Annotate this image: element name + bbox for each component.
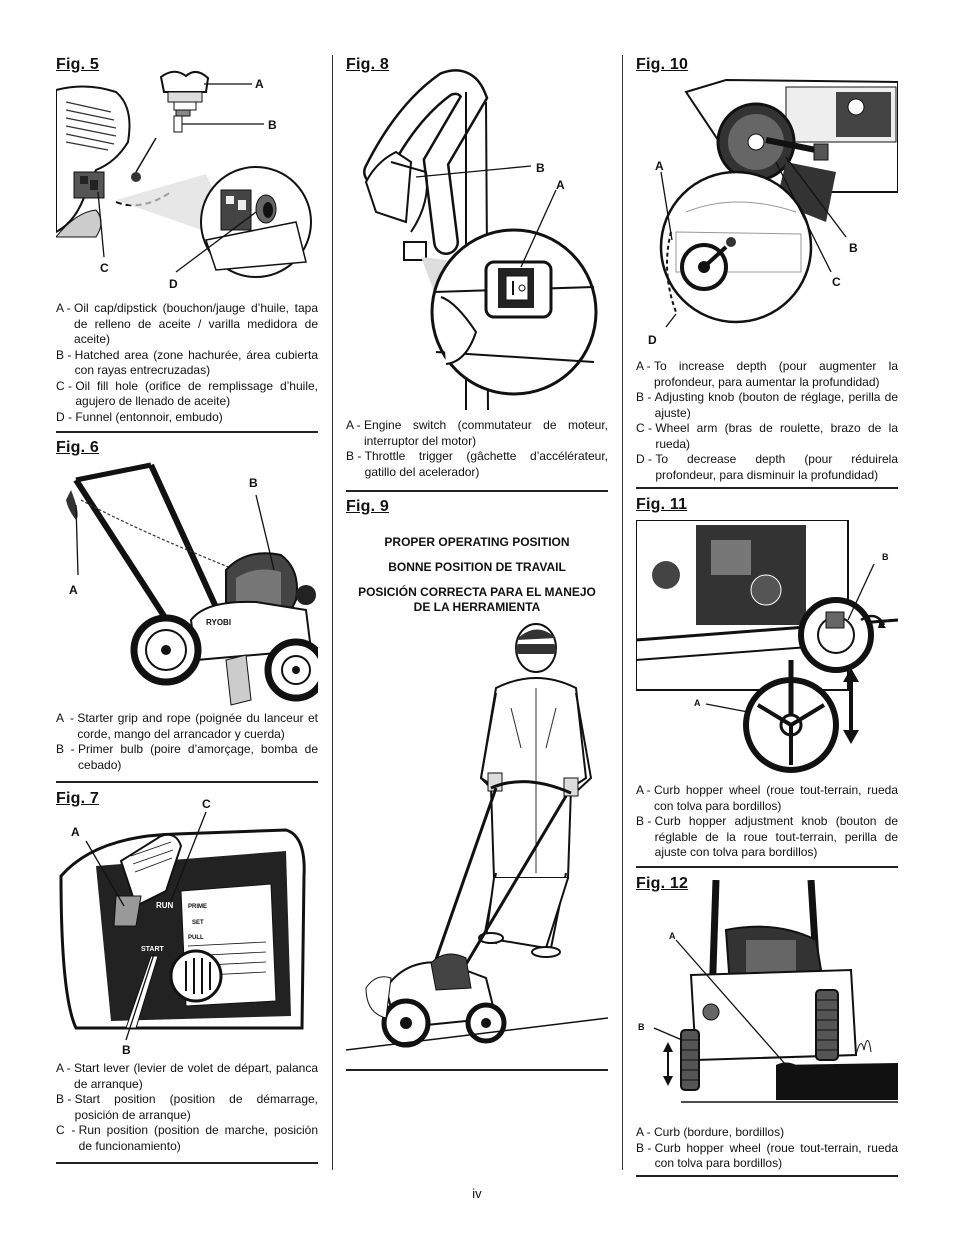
- fig10-caption-list: A - To increase depth (pour augmenter la…: [636, 359, 898, 483]
- fig8-illustration: A B: [363, 69, 598, 410]
- fig10-label-b: B: [849, 241, 858, 255]
- fig10-caption-b: B - Adjusting knob (bouton de réglage, p…: [636, 390, 898, 420]
- fig9-title: Fig. 9: [346, 498, 389, 515]
- fig11-label-a: A: [694, 698, 701, 708]
- fig10-illustration: A B C D: [648, 78, 898, 347]
- fig10-label-c: C: [832, 275, 841, 289]
- fig5-illustration: A B C D: [56, 70, 312, 291]
- fig7-title: Fig. 7: [56, 790, 99, 807]
- fig6-illustration: RYOBI A B: [66, 462, 318, 706]
- fig7-label-a: A: [71, 825, 80, 839]
- fig7-panel-set: SET: [192, 920, 204, 926]
- fig11-title: Fig. 11: [636, 496, 688, 513]
- fig8-title: Fig. 8: [346, 56, 389, 73]
- fig5-caption-b: B - Hatched area (zone hachurée, área cu…: [56, 347, 318, 378]
- fig8-caption-b: B - Throttle trigger (gâchette d’accélér…: [346, 449, 608, 479]
- fig12-caption-a: A - Curb (bordure, bordillos): [636, 1125, 785, 1139]
- fig5-label-a: A: [255, 77, 264, 91]
- fig7-panel-prime: PRIME: [188, 904, 207, 910]
- fig5-title: Fig. 5: [56, 56, 99, 73]
- fig12-label-a: A: [669, 931, 676, 941]
- fig11-illustration: A B: [636, 520, 898, 773]
- fig7-panel-pull: PULL: [188, 935, 204, 941]
- fig9-line-1: PROPER OPERATING POSITION: [384, 535, 570, 549]
- fig12-label-b: B: [638, 1022, 645, 1032]
- fig6-divider: [56, 781, 318, 783]
- fig12-caption-list: A - Curb (bordure, bordillos) B - Curb h…: [636, 1125, 898, 1172]
- fig6-caption-a: A - Starter grip and rope (poignée du la…: [56, 711, 318, 741]
- fig5-caption-d: D - Funnel (entonnoir, embudo): [56, 409, 223, 424]
- fig12-divider: [636, 1175, 898, 1177]
- fig12-caption-b: B - Curb hopper wheel (roue tout-terrain…: [636, 1140, 898, 1171]
- fig12-title: Fig. 12: [636, 875, 689, 892]
- fig7-caption-a: A - Start lever (levier de volet de dépa…: [56, 1061, 318, 1091]
- svg-text:RYOBI: RYOBI: [206, 618, 231, 627]
- fig5-caption-c: C - Oil fill hole (orifice de remplissag…: [56, 378, 318, 409]
- fig10-caption-c: C - Wheel arm (bras de roulette, brazo d…: [636, 421, 898, 451]
- fig9-divider: [346, 1069, 608, 1071]
- fig11-divider: [636, 866, 898, 868]
- column-divider-left: [332, 55, 333, 1170]
- fig6-caption-b: B - Primer bulb (poire d’amorçage, bomba…: [56, 742, 318, 772]
- fig6-label-b: B: [249, 476, 258, 490]
- fig5-label-d: D: [169, 277, 178, 291]
- fig8-label-b: B: [536, 161, 545, 175]
- fig6-caption-list: A - Starter grip and rope (poignée du la…: [56, 711, 318, 773]
- fig5-caption-a: A - Oil cap/dipstick (bouchon/jauge d’hu…: [56, 301, 318, 346]
- fig10-label-d: D: [648, 333, 657, 347]
- fig8-caption-list: A - Engine switch (commutateur de moteur…: [346, 418, 608, 480]
- page-number: iv: [472, 1186, 482, 1201]
- fig9-illustration: [346, 623, 608, 1051]
- fig5-caption-list: A - Oil cap/dipstick (bouchon/jauge d’hu…: [56, 301, 318, 425]
- fig11-caption-list: A - Curb hopper wheel (roue tout-terrain…: [636, 783, 898, 861]
- fig8-caption-a: A - Engine switch (commutateur de moteur…: [346, 418, 608, 448]
- fig8-divider: [346, 490, 608, 492]
- fig11-caption-b: B - Curb hopper adjustment knob (bouton …: [636, 814, 898, 859]
- fig5-divider: [56, 431, 318, 433]
- fig7-caption-c: C - Run position (position de marche, po…: [56, 1123, 318, 1153]
- fig7-divider: [56, 1162, 318, 1164]
- fig8-label-a: A: [556, 178, 565, 192]
- fig7-caption-b: B - Start position (position de démarrag…: [56, 1092, 318, 1122]
- fig6-label-a: A: [69, 583, 78, 597]
- fig10-caption-d: D - To decrease depth (pour réduirela pr…: [636, 452, 898, 482]
- fig7-panel-run: RUN: [156, 901, 174, 910]
- fig11-label-b: B: [882, 552, 889, 562]
- fig9-line-3: POSICIÓN CORRECTA PARA EL MANEJO DE LA H…: [358, 585, 596, 614]
- fig7-label-c: C: [202, 797, 211, 811]
- fig9-line-2: BONNE POSITION DE TRAVAIL: [388, 560, 566, 574]
- fig5-label-b: B: [268, 118, 277, 132]
- fig7-label-b: B: [122, 1043, 131, 1057]
- fig7-panel-start: START: [141, 946, 165, 953]
- fig10-title: Fig. 10: [636, 56, 689, 73]
- fig7-caption-list: A - Start lever (levier de volet de dépa…: [56, 1061, 318, 1154]
- fig7-illustration: PRIME SET PULL RUN START A B C: [59, 797, 306, 1057]
- fig10-caption-a: A - To increase depth (pour augmenter la…: [636, 359, 898, 389]
- fig5-label-c: C: [100, 261, 109, 275]
- fig11-caption-a: A - Curb hopper wheel (roue tout-terrain…: [636, 783, 898, 813]
- column-divider-right: [622, 55, 623, 1170]
- fig10-label-a: A: [655, 159, 664, 173]
- fig6-title: Fig. 6: [56, 439, 99, 456]
- fig12-illustration: A B: [638, 880, 898, 1103]
- fig10-divider: [636, 487, 898, 489]
